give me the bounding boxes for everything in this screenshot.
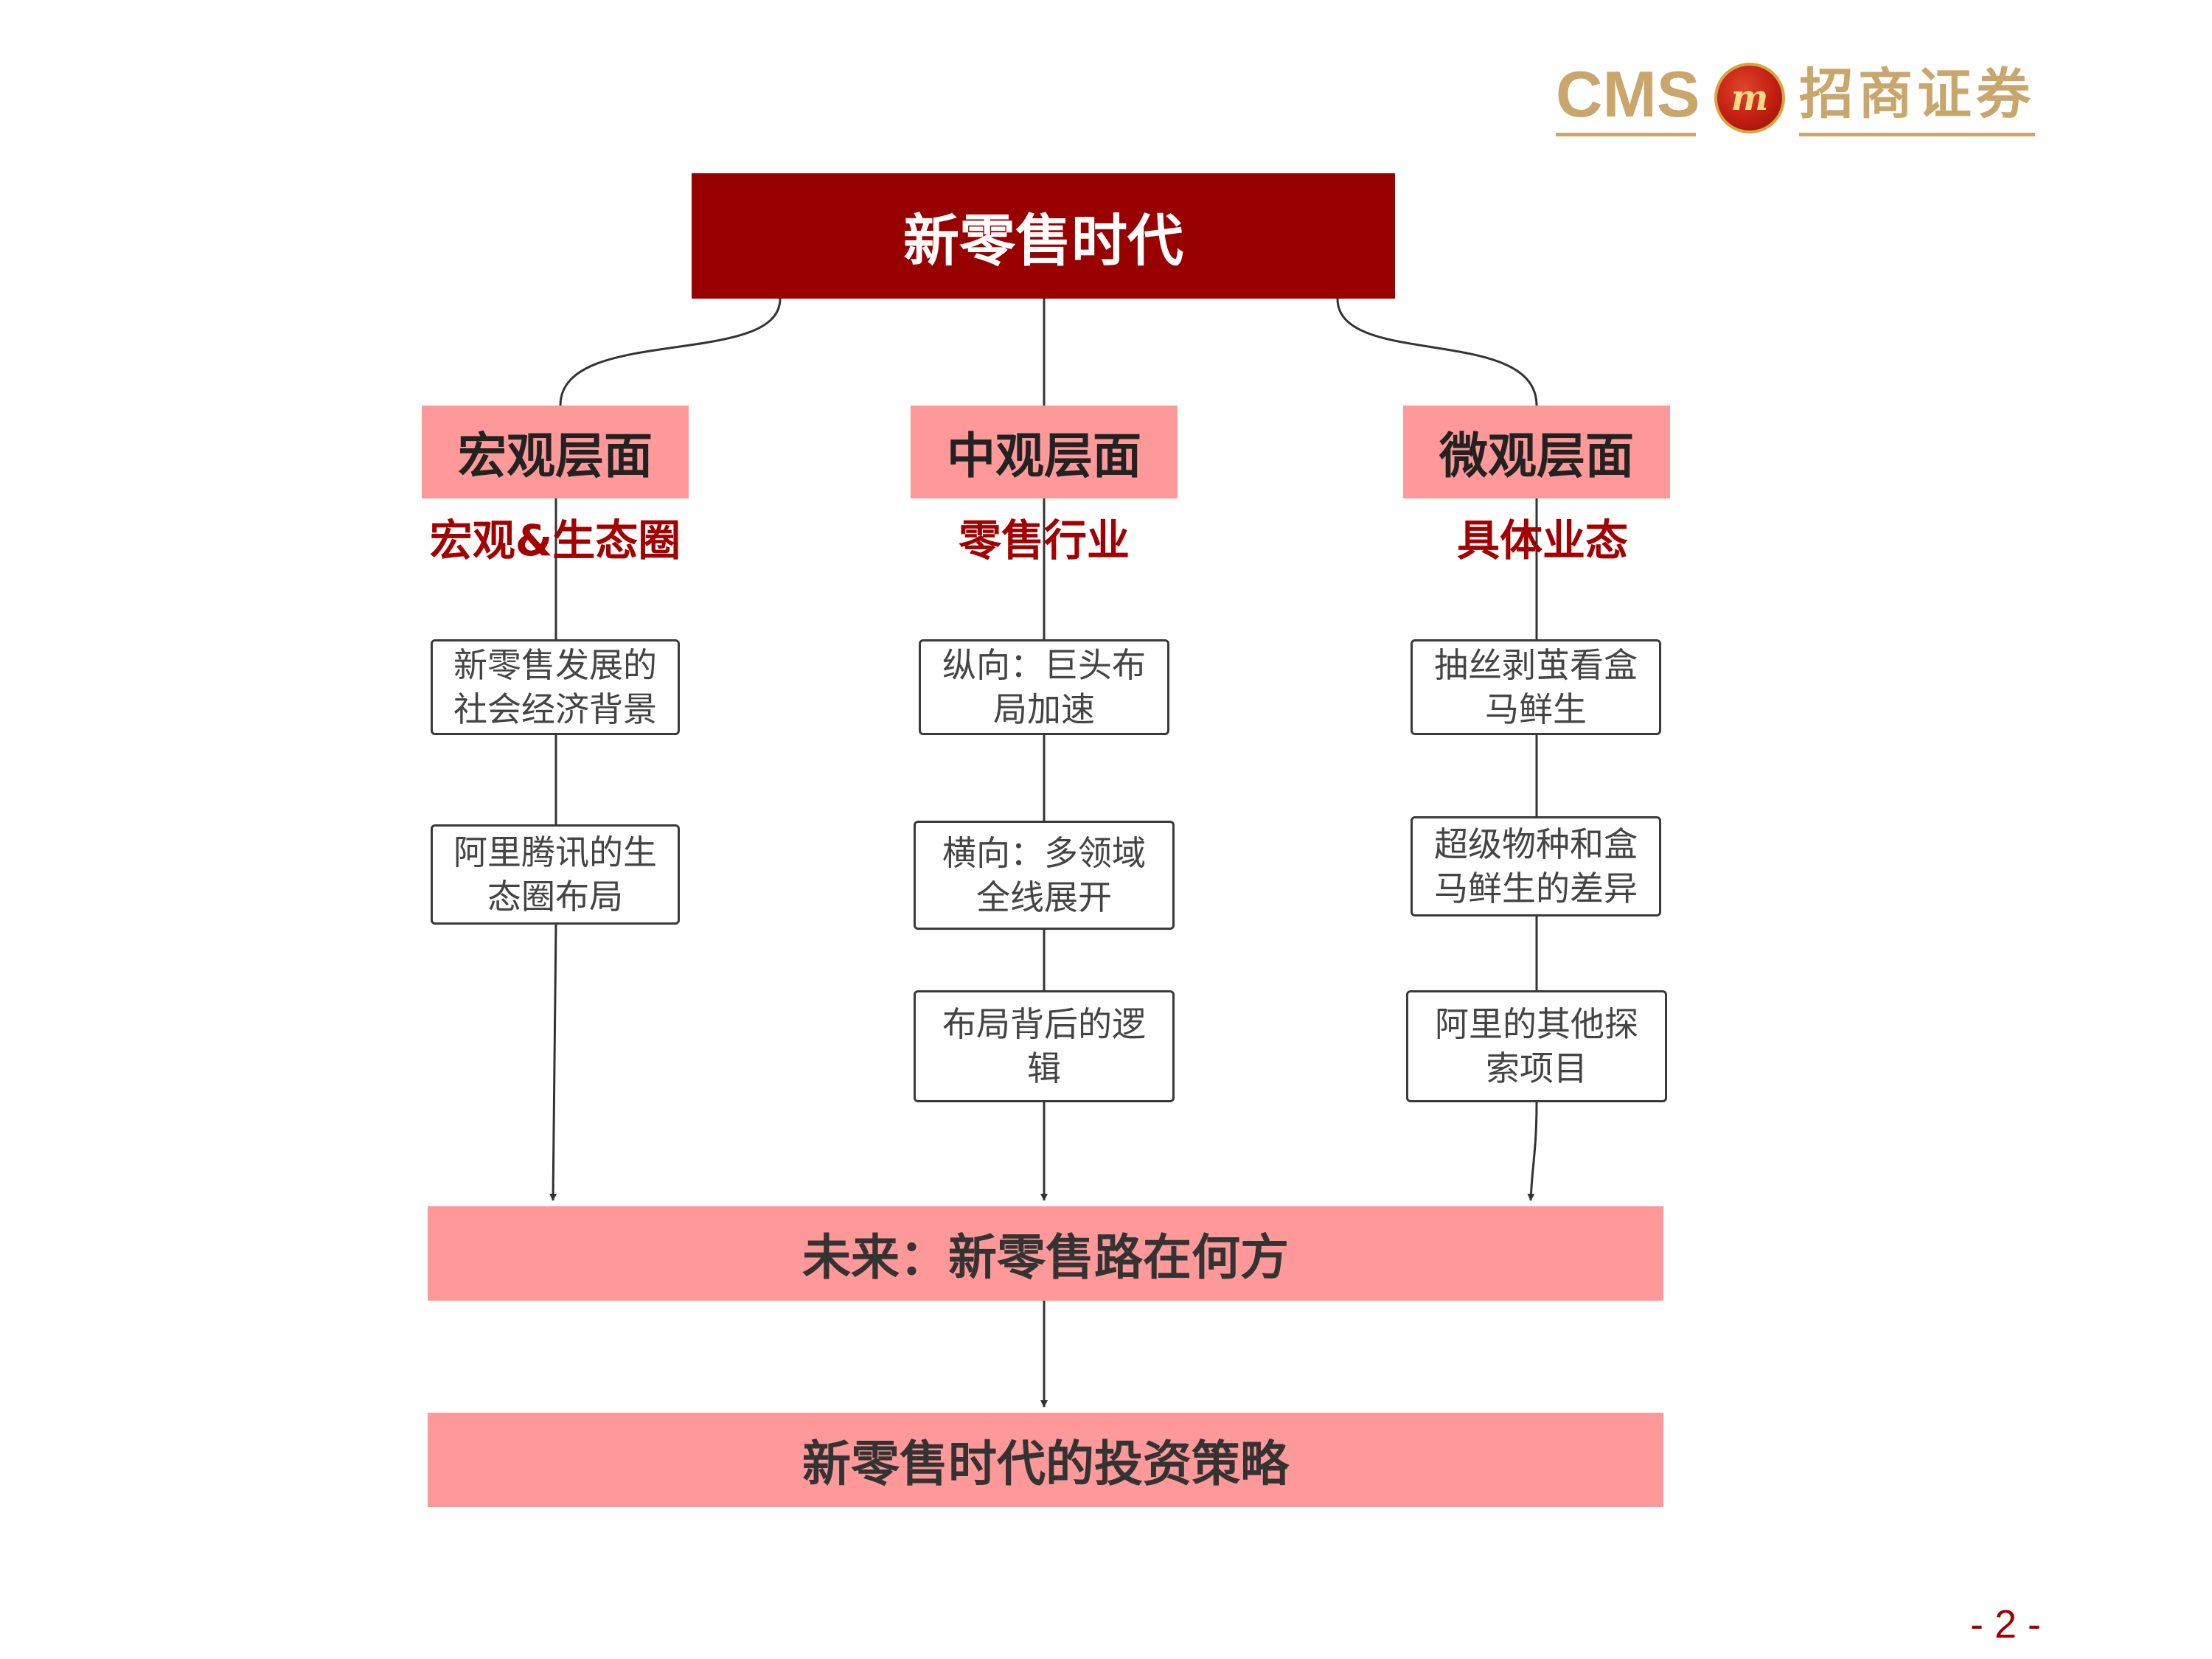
brand-emblem-icon: m [1714, 63, 1785, 133]
page-number: - 2 - [1969, 1602, 2041, 1646]
node-macro-2-line-1: 阿里腾讯的生 [453, 832, 657, 872]
level-macro-box: 宏观层面 [422, 406, 689, 498]
connector-title-macro [559, 298, 782, 406]
brand-underline-right [1799, 133, 2035, 136]
future-band: 未来：新零售路在何方 [428, 1206, 1663, 1301]
node-macro-2-line-2: 态圈布局 [487, 877, 623, 917]
arrow-macro-to-future [549, 924, 557, 1201]
node-meso-2: 横向：多领域 全线展开 [914, 821, 1175, 930]
level-meso-box: 中观层面 [911, 406, 1178, 498]
node-meso-2-line-1: 横向：多领域 [942, 833, 1146, 873]
level-meso-subtitle: 零售行业 [958, 515, 1130, 566]
level-macro-subtitle: 宏观&生态圈 [429, 515, 681, 566]
node-micro-2: 超级物种和盒 马鲜生的差异 [1411, 816, 1661, 917]
node-micro-3-line-2: 索项目 [1486, 1048, 1587, 1088]
node-macro-1-line-2: 社会经济背景 [453, 689, 657, 729]
diagram-title: 新零售时代 [692, 173, 1395, 299]
node-meso-1-line-2: 局加速 [993, 689, 1095, 729]
connector-title-micro [1336, 298, 1538, 406]
brand-cms-text: CMS [1556, 58, 1700, 131]
node-micro-1-line-1: 抽丝剥茧看盒 [1434, 645, 1638, 685]
node-meso-3-line-1: 布局背后的逻 [942, 1004, 1146, 1044]
node-micro-3-line-1: 阿里的其他探 [1435, 1004, 1638, 1044]
node-micro-3: 阿里的其他探 索项目 [1406, 990, 1667, 1102]
brand-underline-left [1556, 133, 1696, 136]
strategy-band: 新零售时代的投资策略 [428, 1413, 1663, 1507]
node-meso-2-line-2: 全线展开 [976, 877, 1112, 917]
node-micro-2-line-1: 超级物种和盒 [1434, 824, 1638, 864]
level-micro-subtitle: 具体业态 [1456, 515, 1628, 566]
node-meso-1-line-1: 纵向：巨头布 [942, 645, 1146, 685]
level-micro-box: 微观层面 [1403, 406, 1670, 498]
brand-name-text: 招商证券 [1799, 63, 2035, 126]
node-micro-1: 抽丝剥茧看盒 马鲜生 [1411, 639, 1661, 735]
node-micro-1-line-2: 马鲜生 [1485, 689, 1587, 729]
node-meso-3-line-2: 辑 [1027, 1048, 1061, 1088]
node-meso-1: 纵向：巨头布 局加速 [919, 639, 1169, 735]
arrow-micro-to-future [1527, 1102, 1538, 1201]
node-micro-2-line-2: 马鲜生的差异 [1434, 869, 1638, 908]
node-macro-2: 阿里腾讯的生 态圈布局 [431, 824, 680, 925]
node-macro-1-line-1: 新零售发展的 [453, 645, 657, 685]
node-meso-3: 布局背后的逻 辑 [914, 990, 1175, 1102]
node-macro-1: 新零售发展的 社会经济背景 [431, 639, 680, 735]
